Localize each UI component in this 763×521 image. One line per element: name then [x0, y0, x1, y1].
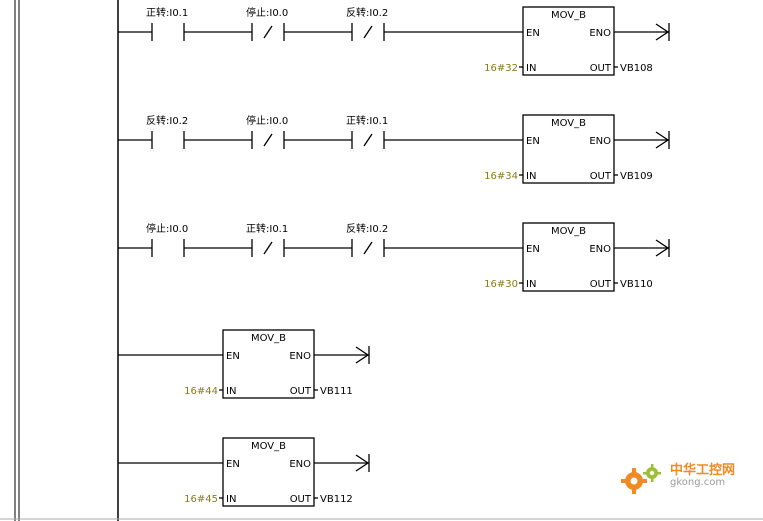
block-box [222, 437, 315, 507]
no-contact: 停止:I0.0 [118, 222, 188, 257]
nc-contact: 停止:I0.0 [184, 6, 288, 41]
en-pin: EN [226, 459, 240, 470]
arrow-icon [655, 23, 670, 41]
network-4: MOV_B EN ENO IN OUT 16#44 VB111 [118, 329, 370, 399]
in-value: 16#45 [184, 494, 218, 505]
out-pin: OUT [290, 494, 312, 505]
contact-label: 停止:I0.0 [146, 222, 188, 235]
watermark-site: gkong.com [670, 477, 726, 488]
contact-label: 反转:I0.2 [146, 114, 188, 127]
out-value: VB109 [620, 171, 653, 182]
out-pin: OUT [590, 171, 612, 182]
mov-b-block: MOV_B EN ENO IN OUT 16#44 VB111 [184, 329, 370, 399]
out-value: VB112 [320, 494, 353, 505]
in-pin: IN [526, 63, 536, 74]
in-value: 16#32 [484, 63, 518, 74]
out-pin: OUT [590, 279, 612, 290]
block-box [522, 114, 615, 184]
contact-slash [263, 133, 273, 147]
contact-label: 停止:I0.0 [246, 114, 288, 127]
block-box [222, 329, 315, 399]
watermark: 中华工控网 gkong.com [618, 459, 753, 499]
in-pin: IN [526, 171, 536, 182]
nc-contact: 正转:I0.1 [284, 114, 388, 149]
nc-contact: 反转:I0.2 [284, 6, 388, 41]
contact-label: 反转:I0.2 [346, 222, 388, 235]
nc-contact: 正转:I0.1 [184, 222, 288, 257]
contact-label: 正转:I0.1 [346, 114, 388, 127]
contact-slash [263, 241, 273, 255]
network-3: 停止:I0.0 正转:I0.1 反转:I0.2 MOV_B EN ENO IN OUT 16#3… [118, 222, 670, 292]
in-value: 16#30 [484, 279, 518, 290]
mov-b-block: MOV_B EN ENO IN OUT 16#45 VB112 [184, 437, 370, 507]
in-pin: IN [226, 386, 236, 397]
block-title: MOV_B [551, 10, 586, 21]
eno-pin: ENO [289, 459, 311, 470]
block-box [522, 222, 615, 292]
eno-pin: ENO [589, 28, 611, 39]
contact-label: 正转:I0.1 [146, 6, 188, 19]
arrow-icon [655, 239, 670, 257]
contact-slash [363, 25, 373, 39]
in-value: 16#34 [484, 171, 518, 182]
network-5: MOV_B EN ENO IN OUT 16#45 VB112 [118, 437, 370, 507]
contact-label: 停止:I0.0 [246, 6, 288, 19]
mov-b-block: MOV_B EN ENO IN OUT 16#34 VB109 [484, 114, 670, 184]
block-box [522, 6, 615, 76]
nc-contact: 停止:I0.0 [184, 114, 288, 149]
eno-pin: ENO [289, 351, 311, 362]
mov-b-block: MOV_B EN ENO IN OUT 16#32 VB108 [484, 6, 670, 76]
contact-slash [363, 133, 373, 147]
network-1: 正转:I0.1 停止:I0.0 反转:I0.2 MOV_B EN ENO IN OUT 16#3… [118, 6, 670, 76]
en-pin: EN [226, 351, 240, 362]
arrow-icon [355, 346, 370, 364]
block-title: MOV_B [251, 441, 286, 452]
block-title: MOV_B [551, 118, 586, 129]
out-value: VB110 [620, 279, 653, 290]
block-title: MOV_B [551, 226, 586, 237]
out-value: VB108 [620, 63, 653, 74]
no-contact: 正转:I0.1 [118, 6, 188, 41]
out-value: VB111 [320, 386, 353, 397]
arrow-icon [355, 454, 370, 472]
in-value: 16#44 [184, 386, 218, 397]
out-pin: OUT [290, 386, 312, 397]
watermark-name: 中华工控网 [670, 463, 736, 478]
contact-label: 正转:I0.1 [246, 222, 288, 235]
in-pin: IN [526, 279, 536, 290]
en-pin: EN [526, 136, 540, 147]
en-pin: EN [526, 28, 540, 39]
en-pin: EN [526, 244, 540, 255]
in-pin: IN [226, 494, 236, 505]
contact-slash [363, 241, 373, 255]
contact-slash [263, 25, 273, 39]
block-title: MOV_B [251, 333, 286, 344]
network-2: 反转:I0.2 停止:I0.0 正转:I0.1 MOV_B EN ENO IN OUT 16#3… [118, 114, 670, 184]
contact-label: 反转:I0.2 [346, 6, 388, 19]
eno-pin: ENO [589, 136, 611, 147]
mov-b-block: MOV_B EN ENO IN OUT 16#30 VB110 [484, 222, 670, 292]
gear-icon [621, 464, 661, 494]
arrow-icon [655, 131, 670, 149]
no-contact: 反转:I0.2 [118, 114, 188, 149]
out-pin: OUT [590, 63, 612, 74]
nc-contact: 反转:I0.2 [284, 222, 388, 257]
eno-pin: ENO [589, 244, 611, 255]
